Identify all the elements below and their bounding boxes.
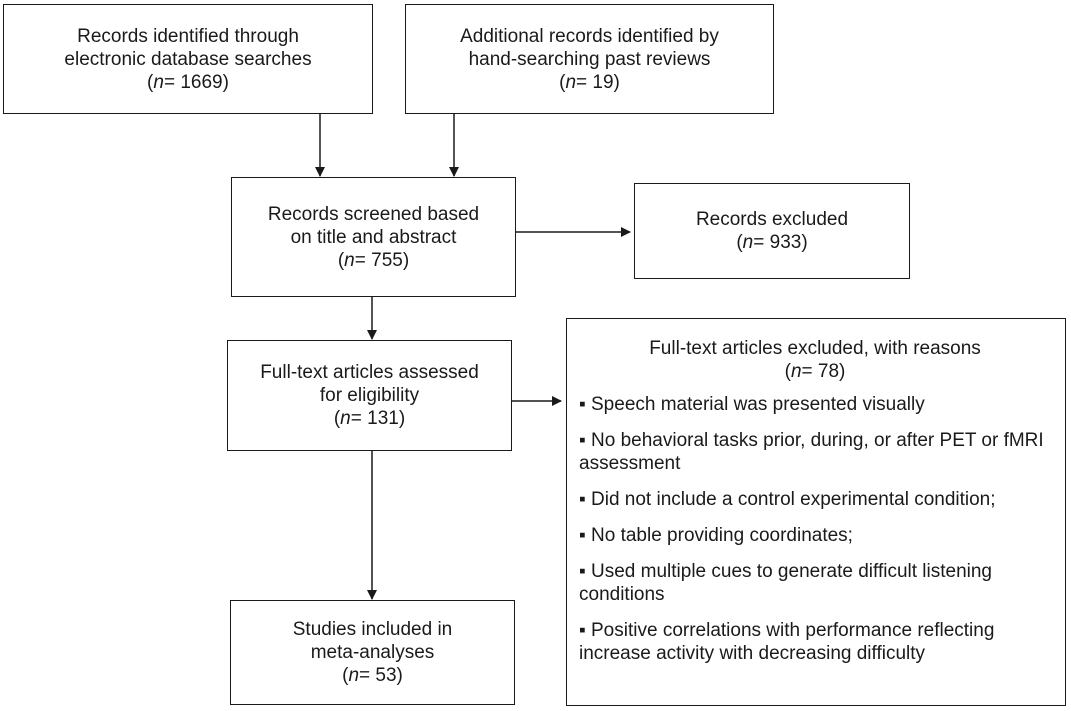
screened-count: (n= 755) — [337, 249, 410, 271]
identified-db-box: Records identified through electronic da… — [3, 4, 373, 114]
reason-item: ▪ Used multiple cues to generate difficu… — [579, 561, 992, 605]
screened-box: Records screened based on title and abst… — [231, 177, 516, 297]
screened-line-1: Records screened based — [267, 203, 480, 225]
excluded-count: (n= 933) — [736, 232, 808, 253]
identified-db-count: (n= 1669) — [147, 71, 229, 93]
reason-item: ▪ Positive correlations with performance… — [579, 620, 995, 664]
fulltext-excluded-box: Full-text articles excluded, with reason… — [566, 318, 1066, 706]
included-box: Studies included in meta-analyses (n= 53… — [230, 600, 515, 705]
identified-db-line-1: Records identified through — [77, 25, 299, 47]
included-line-1: Studies included in — [292, 619, 453, 640]
excluded-box: Records excluded (n= 933) — [634, 183, 910, 279]
identified-hand-box: Additional records identified by hand-se… — [405, 4, 774, 114]
reasons-count: (n= 78) — [784, 361, 846, 382]
identified-hand-count: (n= 19) — [559, 71, 620, 93]
reason-item: ▪ No table providing coordinates; — [579, 525, 853, 546]
fulltext-box: Full-text articles assessed for eligibil… — [227, 340, 512, 451]
reasons-title: Full-text articles excluded, with reason… — [649, 338, 981, 359]
fulltext-line-2: for eligibility — [319, 385, 420, 406]
excluded-line-1: Records excluded — [695, 209, 849, 230]
identified-db-line-2: electronic database searches — [64, 48, 312, 70]
fulltext-count: (n= 131) — [333, 408, 406, 429]
reason-item: ▪ Speech material was presented visually — [579, 394, 925, 415]
included-count: (n= 53) — [342, 665, 403, 686]
included-line-2: meta-analyses — [310, 642, 435, 663]
reason-item: ▪ Did not include a control experimental… — [579, 489, 996, 510]
identified-hand-line-2: hand-searching past reviews — [468, 48, 711, 70]
reasons-header: Full-text articles excluded, with reason… — [579, 337, 1051, 383]
reason-item: ▪ No behavioral tasks prior, during, or … — [579, 430, 1044, 474]
fulltext-line-1: Full-text articles assessed — [260, 362, 479, 383]
screened-line-2: on title and abstract — [290, 226, 457, 248]
identified-hand-line-1: Additional records identified by — [460, 25, 719, 47]
